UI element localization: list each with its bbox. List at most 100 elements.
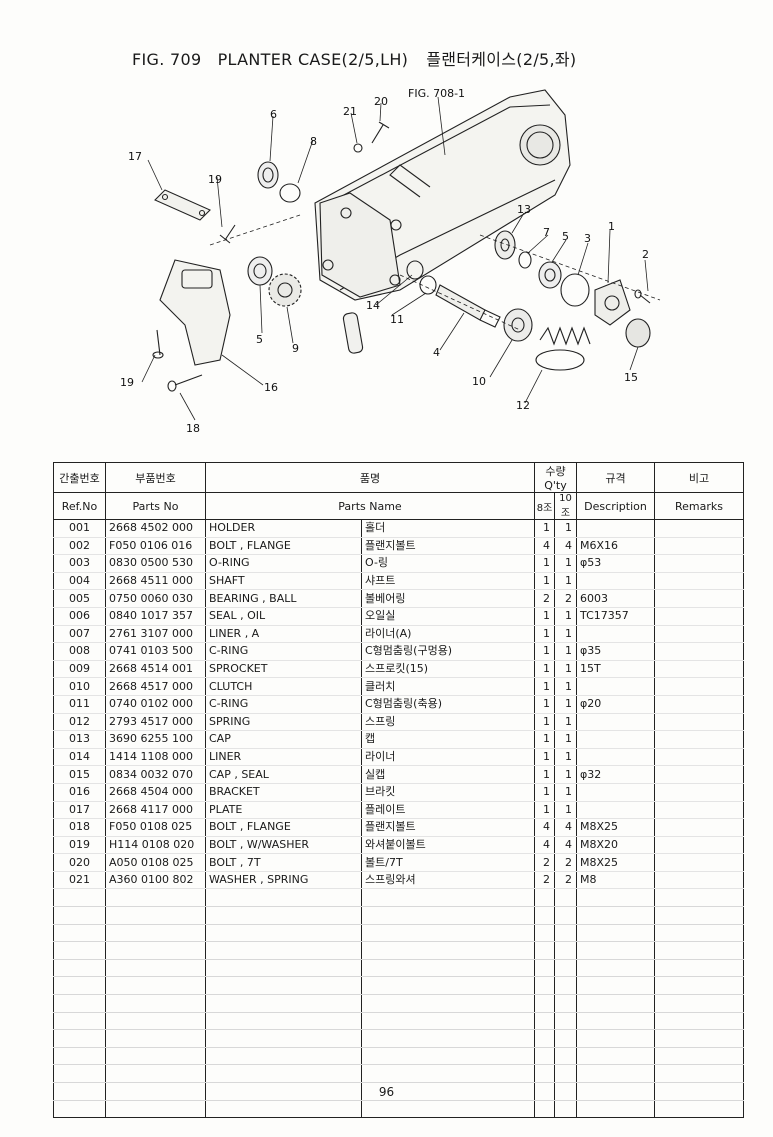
cell-kr: 라이너	[361, 748, 535, 767]
callout-1: 1	[608, 220, 615, 233]
cell-en: BOLT , FLANGE	[205, 818, 362, 837]
cell-ref: 013	[53, 730, 106, 749]
cell-q8: 1	[534, 625, 555, 644]
cell-remarks	[654, 589, 744, 608]
cell-ref: 008	[53, 642, 106, 661]
table-row-blank	[53, 1029, 744, 1048]
cell-kr: 브라킷	[361, 783, 535, 802]
cell-empty	[205, 1064, 362, 1083]
cell-remarks	[654, 783, 744, 802]
cell-empty	[654, 924, 744, 943]
cell-ref: 003	[53, 554, 106, 573]
callout-10: 10	[472, 375, 486, 388]
cell-empty	[205, 1047, 362, 1066]
cell-q8: 1	[534, 519, 555, 538]
cell-en: BOLT , FLANGE	[205, 537, 362, 556]
cell-part: 2668 4517 000	[105, 677, 206, 696]
cell-desc	[576, 783, 655, 802]
cell-empty	[361, 941, 535, 960]
cell-empty	[53, 1047, 106, 1066]
cell-empty	[534, 959, 555, 978]
cell-q8: 1	[534, 730, 555, 749]
callout-15: 15	[624, 371, 638, 384]
cell-part: 0834 0032 070	[105, 765, 206, 784]
table-row-blank	[53, 994, 744, 1013]
cell-empty	[654, 941, 744, 960]
callout-13: 13	[517, 203, 531, 216]
cell-empty	[361, 1029, 535, 1048]
header-spec-kr: 규격	[576, 462, 655, 493]
cell-kr: 클러치	[361, 677, 535, 696]
callout-12: 12	[516, 399, 530, 412]
cell-q8: 1	[534, 660, 555, 679]
cell-empty	[654, 906, 744, 925]
header-ref-en: Ref.No	[53, 492, 106, 520]
header-qty-8: 8조	[534, 492, 555, 520]
cell-q10: 1	[554, 730, 577, 749]
cell-empty	[205, 924, 362, 943]
figure-number: FIG. 709	[132, 50, 202, 69]
cell-q10: 2	[554, 871, 577, 890]
cell-empty	[205, 906, 362, 925]
cell-kr: 플랜지볼트	[361, 537, 535, 556]
cell-empty	[554, 888, 577, 908]
cell-empty	[105, 1047, 206, 1066]
cell-empty	[205, 994, 362, 1013]
cell-en: LINER	[205, 748, 362, 767]
cell-q8: 2	[534, 589, 555, 608]
cell-ref: 004	[53, 572, 106, 591]
cell-en: HOLDER	[205, 519, 362, 538]
cell-empty	[554, 959, 577, 978]
cell-part: 2668 4511 000	[105, 572, 206, 591]
cell-ref: 014	[53, 748, 106, 767]
cell-part: 0840 1017 357	[105, 607, 206, 626]
callout-14: 14	[366, 299, 380, 312]
cell-q8: 1	[534, 572, 555, 591]
cell-empty	[205, 1029, 362, 1048]
cell-desc	[576, 730, 655, 749]
cell-ref: 005	[53, 589, 106, 608]
cell-q10: 1	[554, 625, 577, 644]
cell-empty	[654, 1047, 744, 1066]
cell-en: SPRING	[205, 713, 362, 732]
cell-empty	[534, 906, 555, 925]
cell-en: SPROCKET	[205, 660, 362, 679]
callout-19-left: 19	[120, 376, 134, 389]
cell-empty	[361, 924, 535, 943]
cell-ref: 002	[53, 537, 106, 556]
cell-empty	[654, 1029, 744, 1048]
cell-empty	[53, 1012, 106, 1031]
table-row-blank	[53, 941, 744, 960]
cell-empty	[534, 1012, 555, 1031]
cell-desc	[576, 801, 655, 820]
cell-ref: 006	[53, 607, 106, 626]
cell-empty	[554, 1047, 577, 1066]
cell-remarks	[654, 677, 744, 696]
callout-9: 9	[292, 342, 299, 355]
callout-19-top: 19	[208, 173, 222, 186]
cell-kr: 볼트/7T	[361, 853, 535, 872]
cell-q10: 1	[554, 713, 577, 732]
cell-empty	[205, 888, 362, 908]
cell-remarks	[654, 695, 744, 714]
cell-part: F050 0106 016	[105, 537, 206, 556]
cell-empty	[361, 1047, 535, 1066]
cell-ref: 020	[53, 853, 106, 872]
header-name-en: Parts Name	[205, 492, 535, 520]
cell-ref: 015	[53, 765, 106, 784]
cell-empty	[654, 994, 744, 1013]
cell-kr: 실캡	[361, 765, 535, 784]
cell-ref: 019	[53, 836, 106, 855]
cell-ref: 010	[53, 677, 106, 696]
cell-en: C-RING	[205, 642, 362, 661]
cell-desc	[576, 625, 655, 644]
cell-ref: 018	[53, 818, 106, 837]
cell-en: SHAFT	[205, 572, 362, 591]
table-row-blank	[53, 924, 744, 943]
callout-17: 17	[128, 150, 142, 163]
